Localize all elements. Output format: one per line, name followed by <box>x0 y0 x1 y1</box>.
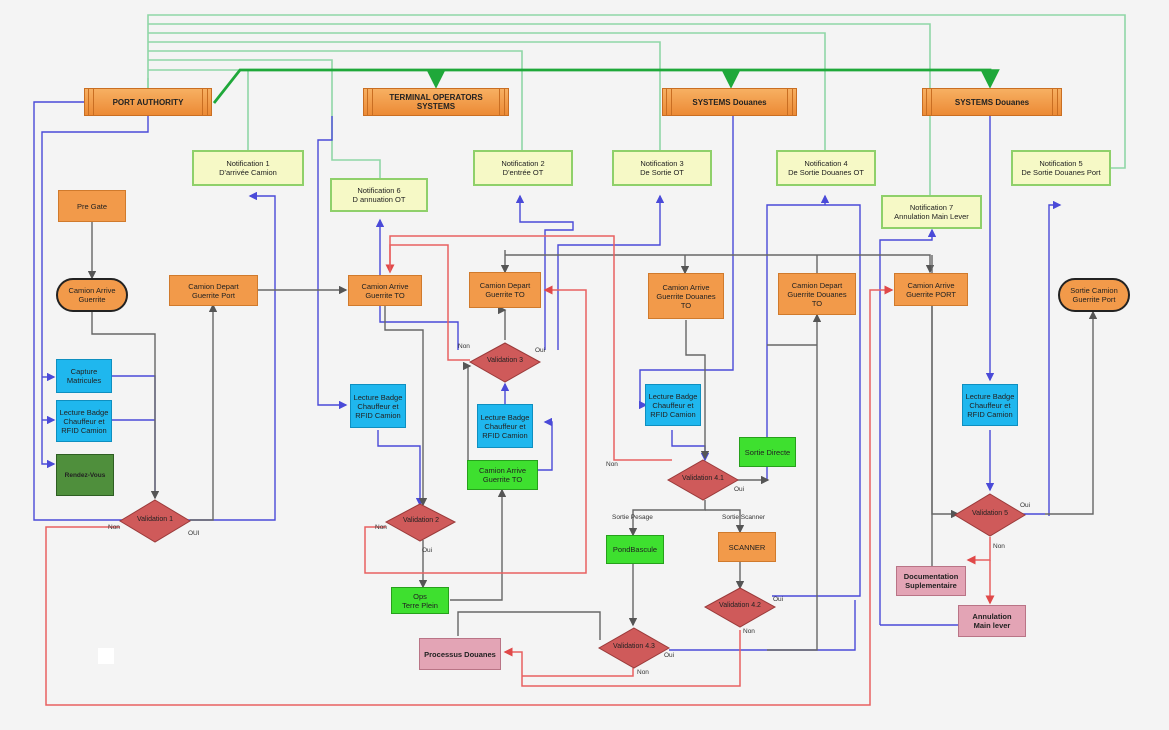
process-label: Lecture Badge Chauffeur et RFID Camion <box>965 391 1015 419</box>
process-label: Lecture Badge Chauffeur et RFID Camion <box>480 412 530 440</box>
lecture-badge-2: Lecture Badge Chauffeur et RFID Camion <box>350 384 406 428</box>
process-label: PondBascule <box>612 545 658 554</box>
capture-matricules: Capture Matricules <box>56 359 112 393</box>
process-label: Camion Arrive Guerrite TO <box>361 281 409 300</box>
rendez-vous: Rendez-Vous <box>56 454 114 496</box>
notification-1: Notification 1 D'arrivée Camion <box>192 150 304 186</box>
blank-square <box>98 648 114 664</box>
process-label: Rendez-Vous <box>64 471 106 479</box>
notification-3: Notification 3 De Sortie OT <box>612 150 712 186</box>
lecture-badge-3: Lecture Badge Chauffeur et RFID Camion <box>477 404 533 448</box>
process-label: Ops Terre Plein <box>402 591 438 610</box>
sortie-camion-guerrite-port: Sortie Camion Guerrite Port <box>1058 278 1130 312</box>
system-label: PORT AUTHORITY <box>112 97 184 107</box>
notification-label: Notification 6 D annuation OT <box>352 186 406 204</box>
edge-non: Non <box>458 343 470 350</box>
edge-non: Non <box>637 669 649 676</box>
process-label: Sortie Camion Guerrite Port <box>1070 286 1118 304</box>
process-label: Pre Gate <box>76 201 107 211</box>
validation-5-diamond <box>954 493 1026 537</box>
terminal-operators-system: TERMINAL OPERATORS SYSTEMS <box>363 88 509 116</box>
notification-5: Notification 5 De Sortie Douanes Port <box>1011 150 1111 186</box>
notification-4: Notification 4 De Sortie Douanes OT <box>776 150 876 186</box>
notification-7: Notification 7 Annulation Main Lever <box>881 195 982 229</box>
validation-4-3-diamond <box>597 627 671 669</box>
lecture-badge-5: Lecture Badge Chauffeur et RFID Camion <box>962 384 1018 426</box>
process-label: Capture Matricules <box>66 367 102 385</box>
process-label: SCANNER <box>728 542 766 552</box>
system-label: SYSTEMS Douanes <box>954 97 1030 107</box>
edge-oui: Oui <box>664 652 675 659</box>
notification-label: Notification 5 De Sortie Douanes Port <box>1021 159 1101 177</box>
process-label: Processus Douanes <box>424 649 496 659</box>
edge-non: Non <box>375 524 387 531</box>
edge-oui: Oui <box>535 347 546 354</box>
edge-oui: OUI <box>188 530 200 537</box>
edge-non: Non <box>606 461 618 468</box>
scanner: SCANNER <box>718 532 776 562</box>
validation-4-1-diamond <box>666 459 740 501</box>
notification-2: Notification 2 D'entrée OT <box>473 150 573 186</box>
edge-non: Non <box>108 524 120 531</box>
edge-non: Non <box>743 628 755 635</box>
camion-depart-guerrite-port: Camion Depart Guerrite Port <box>169 275 258 306</box>
process-label: Camion Depart Guerrite Douanes TO <box>787 280 847 308</box>
process-label: Documentation Suplementaire <box>903 572 959 590</box>
camion-depart-guerrite-to: Camion Depart Guerrite TO <box>469 272 541 308</box>
process-label: Lecture Badge Chauffeur et RFID Camion <box>353 392 403 420</box>
notification-6: Notification 6 D annuation OT <box>330 178 428 212</box>
notification-label: Notification 4 De Sortie Douanes OT <box>788 159 864 177</box>
validation-4-2-diamond <box>703 587 777 628</box>
camion-arrive-guerrite: Camion Arrive Guerrite <box>56 278 128 312</box>
notification-label: Notification 7 Annulation Main Lever <box>894 203 969 221</box>
edge-non: Non <box>993 543 1005 550</box>
edge-oui: Oui <box>1020 502 1031 509</box>
process-label: Camion Arrive Guerrite TO <box>478 466 527 484</box>
process-label: Annulation Main lever <box>972 612 1012 630</box>
edge-oui: Oui <box>734 486 745 493</box>
system-label: TERMINAL OPERATORS SYSTEMS <box>389 93 483 111</box>
edge-sortie-pesage: Sortie Pesage <box>612 514 653 521</box>
process-label: Lecture Badge Chauffeur et RFID Camion <box>59 407 109 435</box>
port-authority-system: PORT AUTHORITY <box>84 88 212 116</box>
pont-bascule: PondBascule <box>606 535 664 564</box>
system-label: SYSTEMS Douanes <box>692 97 767 107</box>
validation-2-diamond <box>384 503 457 542</box>
annulation-main-lever: Annulation Main lever <box>958 605 1026 637</box>
douanes-system-2: SYSTEMS Douanes <box>922 88 1062 116</box>
camion-arrive-guerrite-douanes-to: Camion Arrive Guerrite Douanes TO <box>648 273 724 319</box>
process-label: Camion Arrive Guerrite Douanes TO <box>656 282 716 310</box>
process-label: Lecture Badge Chauffeur et RFID Camion <box>648 391 698 419</box>
edge-sortie-scanner: Sortie Scanner <box>722 514 765 521</box>
camion-arrive-guerrite-to: Camion Arrive Guerrite TO <box>348 275 422 306</box>
processus-douanes: Processus Douanes <box>419 638 501 670</box>
camion-arrive-guerrite-to-green: Camion Arrive Guerrite TO <box>467 460 538 490</box>
process-label: Sortie Directe <box>744 447 791 457</box>
camion-depart-guerrite-douanes-to: Camion Depart Guerrite Douanes TO <box>778 273 856 315</box>
documentation-supplementaire: Documentation Suplementaire <box>896 566 966 596</box>
process-label: Camion Arrive Guerrite PORT <box>906 280 956 299</box>
lecture-badge-4: Lecture Badge Chauffeur et RFID Camion <box>645 384 701 426</box>
douanes-system-1: SYSTEMS Douanes <box>662 88 797 116</box>
validation-1-diamond <box>119 499 191 543</box>
camion-arrive-guerrite-port: Camion Arrive Guerrite PORT <box>894 273 968 306</box>
notification-label: Notification 2 D'entrée OT <box>501 159 545 177</box>
process-label: Camion Depart Guerrite Port <box>188 281 239 300</box>
notification-label: Notification 3 De Sortie OT <box>640 159 684 177</box>
ops-terre-plein: Ops Terre Plein <box>391 587 449 614</box>
sortie-directe: Sortie Directe <box>739 437 796 467</box>
validation-3-diamond <box>468 342 542 383</box>
lecture-badge-1: Lecture Badge Chauffeur et RFID Camion <box>56 400 112 442</box>
edge-oui: Oui <box>422 547 433 554</box>
notification-label: Notification 1 D'arrivée Camion <box>219 159 277 177</box>
edge-oui: Oui <box>773 596 784 603</box>
process-label: Camion Arrive Guerrite <box>68 286 116 304</box>
process-label: Camion Depart Guerrite TO <box>479 281 531 299</box>
pre-gate: Pre Gate <box>58 190 126 222</box>
